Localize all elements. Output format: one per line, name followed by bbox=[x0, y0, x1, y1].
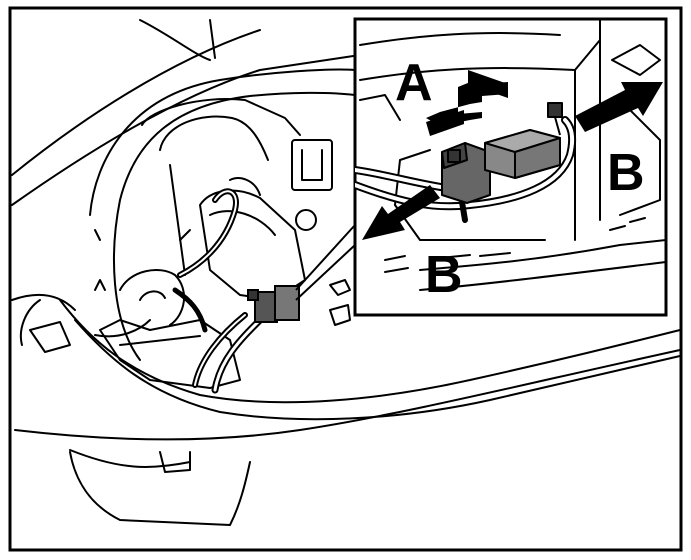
label-a: A bbox=[395, 54, 433, 112]
label-b-right: B bbox=[607, 144, 645, 202]
inset-connector bbox=[441, 102, 563, 204]
arrow-b-left bbox=[362, 185, 440, 240]
leader-lines bbox=[295, 224, 356, 301]
inset-detail: A B B bbox=[353, 17, 668, 317]
wiring-harness-main bbox=[172, 188, 294, 394]
arrow-a bbox=[426, 70, 508, 136]
connector-main-view bbox=[247, 285, 300, 323]
label-b-left: B bbox=[425, 246, 463, 304]
vehicle-body-drawing bbox=[11, 19, 681, 526]
arrow-b-right bbox=[575, 82, 663, 132]
